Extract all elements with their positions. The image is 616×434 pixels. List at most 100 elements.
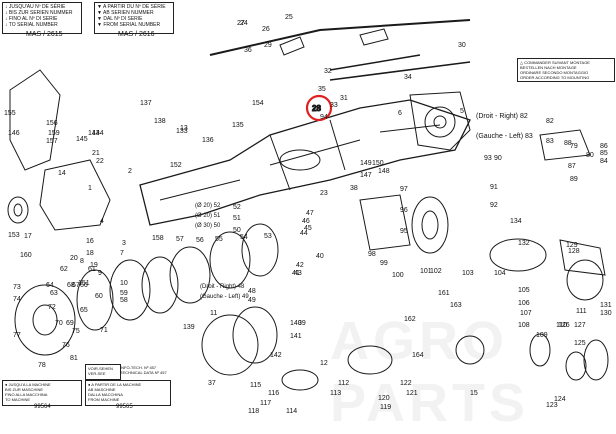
- part-label-26[interactable]: 26: [262, 26, 270, 33]
- part-label-45[interactable]: 45: [304, 225, 312, 232]
- part-label-6[interactable]: 6: [398, 110, 402, 117]
- part-label-51[interactable]: 51: [233, 215, 241, 222]
- part-label-39[interactable]: 39: [298, 320, 306, 327]
- part-label-158[interactable]: 158: [152, 235, 164, 242]
- part-label-88[interactable]: 88: [564, 140, 572, 147]
- part-label-29[interactable]: 29: [264, 42, 272, 49]
- part-label-100[interactable]: 100: [392, 272, 404, 279]
- part-label-78[interactable]: 78: [38, 362, 46, 369]
- part-label-155[interactable]: 155: [4, 110, 16, 117]
- part-label-15[interactable]: 15: [470, 390, 478, 397]
- part-label-52[interactable]: 52: [233, 204, 241, 211]
- part-label-24[interactable]: 24: [240, 20, 248, 27]
- part-label-140[interactable]: 140: [290, 320, 302, 327]
- part-label-12[interactable]: 12: [320, 360, 328, 367]
- part-label-136[interactable]: 136: [202, 137, 214, 144]
- part-label-23[interactable]: 23: [320, 190, 328, 197]
- part-label-87[interactable]: 87: [568, 163, 576, 170]
- part-label-22[interactable]: 22: [96, 158, 104, 165]
- part-label-157[interactable]: 157: [46, 138, 58, 145]
- part-label-132[interactable]: 132: [518, 240, 530, 247]
- part-label-152[interactable]: 152: [170, 162, 182, 169]
- part-label-34[interactable]: 34: [404, 74, 412, 81]
- part-label-161[interactable]: 161: [438, 290, 450, 297]
- part-label-93[interactable]: 93: [484, 155, 492, 162]
- part-label-38[interactable]: 38: [350, 185, 358, 192]
- part-label-120[interactable]: 120: [378, 395, 390, 402]
- part-label-36[interactable]: 36: [244, 47, 252, 54]
- part-label-14[interactable]: 14: [58, 170, 66, 177]
- part-label-131[interactable]: 131: [600, 302, 612, 309]
- part-label-123[interactable]: 123: [546, 402, 558, 409]
- part-label-43[interactable]: 43: [294, 270, 302, 277]
- part-label-130[interactable]: 130: [600, 310, 612, 317]
- part-label-137[interactable]: 137: [140, 100, 152, 107]
- part-label-90[interactable]: 90: [494, 155, 502, 162]
- part-label-149[interactable]: 149: [360, 160, 372, 167]
- part-label-118[interactable]: 118: [248, 408, 260, 415]
- part-label-156[interactable]: 156: [46, 120, 58, 127]
- part-label-109[interactable]: 109: [536, 332, 548, 339]
- part-label-67[interactable]: 67: [72, 282, 80, 289]
- part-label-73[interactable]: 73: [13, 284, 21, 291]
- part-label-4[interactable]: 4: [100, 218, 104, 225]
- part-label-48[interactable]: 48: [248, 288, 256, 295]
- part-label-66[interactable]: 66: [80, 282, 88, 289]
- part-label-108[interactable]: 108: [518, 322, 530, 329]
- part-label-61[interactable]: 61: [88, 266, 96, 273]
- part-label-3[interactable]: 3: [122, 240, 126, 247]
- part-label-102[interactable]: 102: [430, 268, 442, 275]
- part-label-113[interactable]: 113: [330, 390, 342, 397]
- part-label-5[interactable]: 5: [460, 108, 464, 115]
- part-label-128[interactable]: 128: [568, 248, 580, 255]
- part-label-114[interactable]: 114: [286, 408, 298, 415]
- part-label-35[interactable]: 35: [318, 86, 326, 93]
- part-label-121[interactable]: 121: [406, 390, 418, 397]
- part-label-1[interactable]: 1: [88, 185, 92, 192]
- part-label-154[interactable]: 154: [252, 100, 264, 107]
- part-label-116[interactable]: 116: [268, 390, 280, 397]
- part-label-69[interactable]: 69: [66, 320, 74, 327]
- part-label-54[interactable]: 54: [240, 234, 248, 241]
- part-label-86[interactable]: 86: [600, 143, 608, 150]
- part-label-56[interactable]: 56: [196, 237, 204, 244]
- part-label-110[interactable]: 110: [556, 322, 568, 329]
- part-label-135[interactable]: 135: [232, 122, 244, 129]
- part-label-139[interactable]: 139: [183, 324, 195, 331]
- part-label-13[interactable]: 13: [180, 125, 188, 132]
- part-label-134[interactable]: 134: [510, 218, 522, 225]
- part-label-41[interactable]: 41: [292, 270, 300, 277]
- part-label-85[interactable]: 85: [600, 150, 608, 157]
- part-label-124[interactable]: 124: [554, 396, 566, 403]
- part-label-8[interactable]: 8: [80, 258, 84, 265]
- part-label-2[interactable]: 2: [128, 168, 132, 175]
- part-label-141[interactable]: 141: [290, 333, 302, 340]
- part-label-89[interactable]: 89: [570, 176, 578, 183]
- part-label-62[interactable]: 62: [60, 266, 68, 273]
- part-label-11[interactable]: 11: [210, 310, 218, 317]
- part-label-147[interactable]: 147: [360, 172, 372, 179]
- part-label-146[interactable]: 146: [8, 130, 20, 137]
- part-label-20[interactable]: 20: [70, 255, 78, 262]
- part-label-153[interactable]: 153: [8, 232, 20, 239]
- part-label-19[interactable]: 19: [90, 262, 98, 269]
- part-label-33[interactable]: 33: [330, 102, 338, 109]
- part-label-79[interactable]: 79: [570, 143, 578, 150]
- part-label-21[interactable]: 21: [92, 150, 100, 157]
- part-label-98[interactable]: 98: [368, 251, 376, 258]
- part-label-96[interactable]: 96: [400, 207, 408, 214]
- part-label-127[interactable]: 127: [574, 322, 586, 329]
- part-label-55[interactable]: 55: [215, 236, 223, 243]
- part-label-76[interactable]: 76: [62, 342, 70, 349]
- part-label-143[interactable]: 143: [88, 130, 100, 137]
- part-label-105[interactable]: 105: [518, 287, 530, 294]
- part-label-46[interactable]: 46: [302, 218, 310, 225]
- part-label-80[interactable]: 80: [586, 152, 594, 159]
- part-label-133[interactable]: 133: [176, 128, 188, 135]
- part-label-111[interactable]: 111: [576, 308, 587, 315]
- part-label-138[interactable]: 138: [154, 118, 166, 125]
- part-label-77[interactable]: 77: [13, 332, 21, 339]
- part-label-92[interactable]: 92: [490, 202, 498, 209]
- part-label-30[interactable]: 30: [458, 42, 466, 49]
- part-label-70[interactable]: 70: [55, 320, 63, 327]
